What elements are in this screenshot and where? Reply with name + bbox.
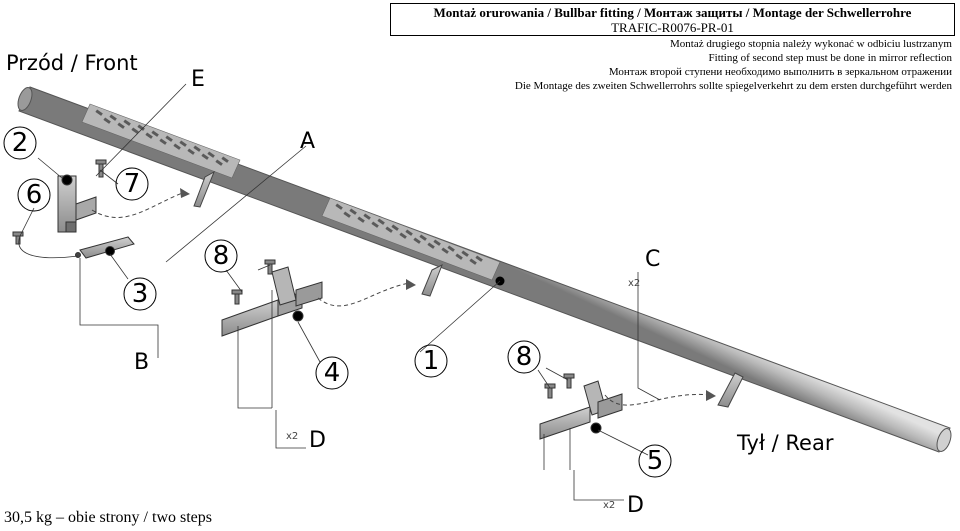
weight-note: 30,5 kg – obie strony / two steps bbox=[4, 509, 212, 526]
letter-labels: E A B C D D x2 x2 x2 bbox=[134, 67, 660, 518]
letter-b: B bbox=[134, 350, 149, 375]
bracket-3 bbox=[75, 236, 135, 259]
note-de: Die Montage des zweiten Schwellerrohrs s… bbox=[514, 80, 952, 92]
path-arrowheads bbox=[180, 188, 716, 401]
callout-1: 1 bbox=[423, 346, 440, 376]
note-pl: Montaż drugiego stopnia należy wykonać w… bbox=[670, 38, 952, 50]
callout-8-middle: 8 bbox=[213, 241, 230, 271]
callout-3: 3 bbox=[132, 279, 149, 309]
drawing-title: Montaż orurowania / Bullbar fitting / Мо… bbox=[433, 5, 912, 20]
callout-7: 7 bbox=[124, 169, 141, 199]
callout-6: 6 bbox=[26, 180, 43, 210]
callout-4: 4 bbox=[324, 358, 341, 388]
step-pad-rear bbox=[321, 197, 501, 281]
callout-2: 2 bbox=[12, 128, 29, 158]
callout-8-rear: 8 bbox=[516, 342, 533, 372]
letter-d-rear: D bbox=[627, 493, 644, 518]
callout-numbers: 2 6 7 3 8 4 1 8 5 bbox=[12, 128, 664, 476]
brackets bbox=[12, 159, 623, 440]
callout-circles bbox=[3, 126, 672, 478]
leader-lines bbox=[18, 83, 661, 501]
note-ru: Монтаж второй ступени необходимо выполни… bbox=[608, 66, 952, 78]
multiplier-c: x2 bbox=[628, 278, 640, 289]
rear-label: Tył / Rear bbox=[737, 431, 834, 455]
drawing-code: TRAFIC-R0076-PR-01 bbox=[611, 20, 734, 35]
step-pad-front bbox=[81, 103, 241, 179]
letter-d-middle: D bbox=[309, 428, 326, 453]
main-tube bbox=[17, 86, 952, 453]
note-en: Fitting of second step must be done in m… bbox=[708, 52, 952, 64]
front-label: Przód / Front bbox=[6, 51, 138, 75]
letter-e: E bbox=[191, 67, 205, 92]
tube-tabs bbox=[193, 170, 744, 408]
letter-c: C bbox=[645, 247, 660, 272]
title-block: Montaż orurowania / Bullbar fitting / Мо… bbox=[390, 3, 955, 36]
multiplier-d-rear: x2 bbox=[603, 500, 615, 511]
bracket-5 bbox=[539, 380, 623, 440]
assembly-paths bbox=[91, 191, 711, 406]
bracket-4 bbox=[221, 266, 323, 337]
multiplier-d-middle: x2 bbox=[286, 431, 298, 442]
callout-5: 5 bbox=[647, 446, 664, 476]
bolts bbox=[12, 159, 575, 399]
bracket-2 bbox=[57, 174, 97, 233]
letter-a: A bbox=[300, 129, 315, 154]
